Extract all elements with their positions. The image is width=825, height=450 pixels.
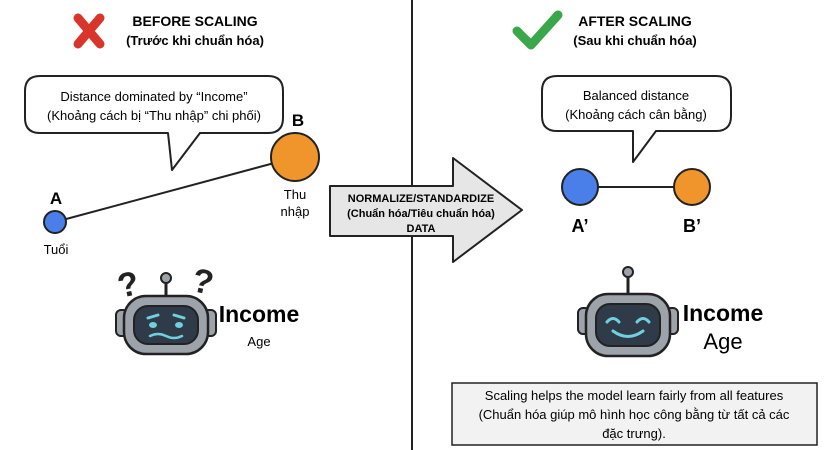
arrow-line2: (Chuẩn hóa/Tiêu chuẩn hóa) <box>347 208 495 220</box>
point-a-caption: Tuổi <box>44 242 69 257</box>
check-icon <box>512 10 563 50</box>
point-a-prime-label: A’ <box>571 216 588 236</box>
point-b-prime-label: B’ <box>683 216 701 236</box>
point-b-caption-2: nhập <box>281 204 310 219</box>
after-age-label: Age <box>703 329 742 354</box>
after-bubble-line1: Balanced distance <box>583 88 689 103</box>
note-line1: Scaling helps the model learn fairly fro… <box>485 388 784 403</box>
after-subtitle: (Sau khi chuẩn hóa) <box>573 33 697 48</box>
before-bubble-line2: (Khoảng cách bị “Thu nhập” chi phối) <box>47 108 261 123</box>
note-line3: đặc trưng). <box>602 426 666 441</box>
before-distance-line <box>54 161 279 223</box>
after-title: AFTER SCALING <box>578 13 692 29</box>
confused-robot-icon: ? ? <box>114 261 217 356</box>
happy-robot-icon <box>577 266 679 358</box>
after-income-label: Income <box>683 300 764 326</box>
before-bubble-line1: Distance dominated by “Income” <box>60 89 247 104</box>
before-subtitle: (Trước khi chuẩn hóa) <box>126 33 264 48</box>
point-a <box>43 210 67 234</box>
point-b <box>270 132 320 182</box>
before-speech-bubble <box>24 75 284 171</box>
arrow-line1: NORMALIZE/STANDARDIZE <box>348 193 494 205</box>
point-b-label: B <box>292 111 304 130</box>
point-a-prime <box>561 168 599 206</box>
cross-icon <box>73 13 105 49</box>
scaling-note-box <box>451 382 818 446</box>
point-b-prime <box>673 168 711 206</box>
before-income-label: Income <box>219 301 300 327</box>
arrow-line3: DATA <box>407 223 436 235</box>
point-a-label: A <box>50 189 62 208</box>
transform-arrow <box>329 157 523 263</box>
before-title: BEFORE SCALING <box>132 13 257 29</box>
before-age-label: Age <box>247 334 270 349</box>
note-line2: (Chuẩn hóa giúp mô hình học công bằng từ… <box>479 407 790 422</box>
after-speech-bubble <box>541 75 732 163</box>
after-bubble-line2: (Khoảng cách cân bằng) <box>565 107 707 122</box>
point-b-caption-1: Thu <box>284 187 306 202</box>
